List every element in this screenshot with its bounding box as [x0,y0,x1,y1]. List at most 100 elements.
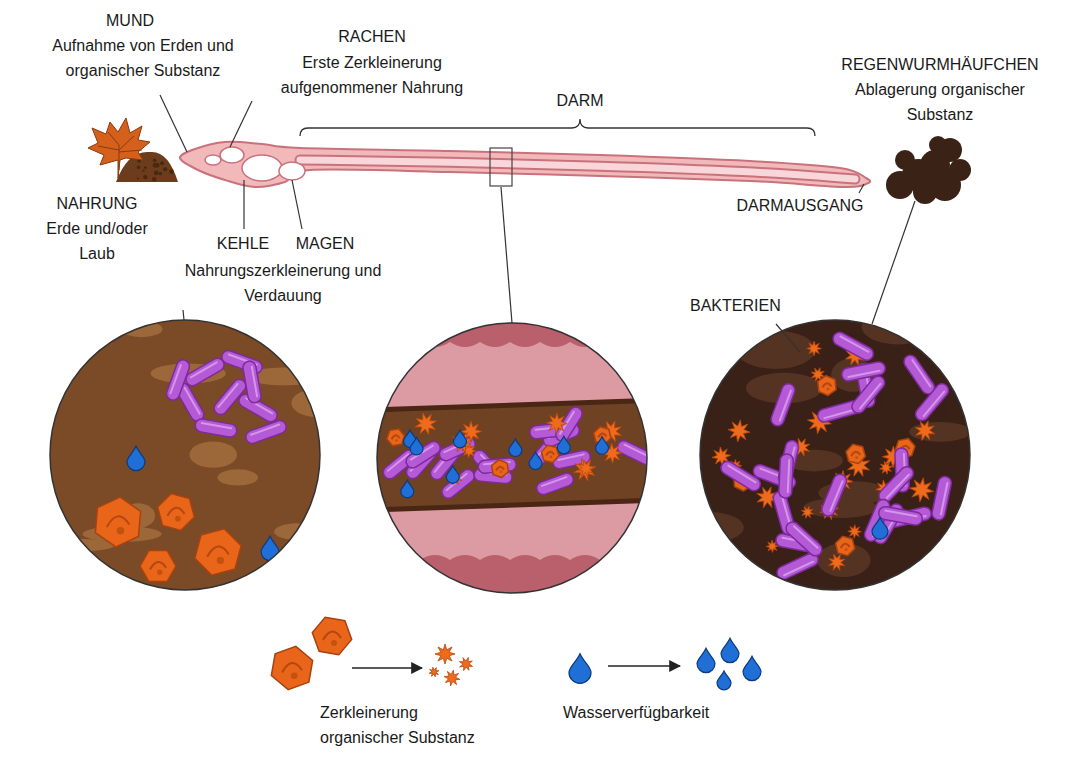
soil-crumb [164,167,167,170]
particle-texture [167,508,184,516]
particle-texture [291,672,298,679]
soil-crumb [137,177,139,179]
text-label: RACHEN [312,24,432,49]
bacterium-highlight [202,423,232,428]
bacterium-highlight [885,511,917,517]
casting-patch [862,309,935,344]
text-label: NAHRUNG [37,191,157,216]
water-drop [596,437,609,455]
text-label: Erste Zerkleinerung aufgenommener Nahrun… [257,50,487,100]
bacterium-body [931,475,953,521]
particle-texture [392,435,400,439]
water-drop [509,439,522,457]
water-drop [446,466,459,484]
zoom-circle-outline [700,320,970,590]
small-organic-particle [435,644,455,664]
organic-particle [158,494,195,531]
gut-bracket [300,119,815,136]
soil-crumb [137,166,140,169]
soil-crumb [153,158,157,162]
organic-particle [387,429,405,446]
digestive-organ [242,155,282,181]
bacterium-body [783,519,824,558]
small-organic-particle [909,478,933,502]
particle-texture [150,562,166,570]
soil-patch [276,552,323,567]
bacterium-highlight [728,466,755,483]
particle-texture [822,383,831,387]
leader-line [872,201,915,324]
bacterium-highlight [388,454,408,470]
casting-patch [670,512,744,543]
small-organic-particle [728,420,750,442]
leader-line [160,95,187,152]
bacterium-symbol [779,454,794,499]
particle-texture [851,452,860,456]
text-label: DARM [540,88,620,113]
bacterium-highlight [788,460,789,492]
bacterium-body [535,471,575,496]
text-label: MAGEN [285,231,365,256]
small-organic-particle [801,506,813,518]
bacterium-symbol [878,506,924,527]
small-organic-particle [848,525,862,539]
bacterium-highlight [887,475,909,498]
water-drop [557,436,570,454]
small-organic-particle [807,341,822,356]
soil-crumb [137,166,140,169]
bacterium-body [820,472,849,518]
gut-channel [370,400,660,510]
particle-texture [845,548,848,551]
text-label: Wasserverfügbarkeit [563,700,743,725]
soil-crumb [154,170,159,175]
text-label: Ablagerung organischer Substanz [840,77,1040,127]
water-drop [401,480,414,498]
gut-tissue [377,323,647,593]
bacterium-body [831,330,876,363]
bacterium-symbol [931,475,953,521]
particle-texture [157,570,162,575]
zoom-circle-outline [377,323,647,593]
casting-patch [803,498,878,518]
water-drop [743,656,761,680]
soil-zoom-circle [19,320,353,590]
bacterium-symbol [901,353,937,397]
particle-texture [841,544,850,548]
particle-texture [107,516,130,527]
particle-texture [117,527,125,535]
zoom-frame [490,148,512,186]
text-label: Erde und/oder Laub [37,216,157,266]
bacterium-body [876,464,916,505]
bacterium-body [439,467,477,501]
bacterium-symbol [242,360,262,404]
organic-particle [818,376,836,396]
particle-texture [395,439,398,442]
water-drop [453,430,466,448]
bacterium-highlight [848,371,879,377]
particle-texture [550,456,553,459]
bacterium-body [244,419,288,446]
gut-outline [300,160,855,179]
legend-arrow [608,665,680,667]
water-drop [529,452,542,470]
particle-texture [217,557,224,564]
soil-crumb [143,170,145,172]
soil-crumb [143,175,147,179]
bacterium-body [769,382,796,428]
leader-line [183,310,184,320]
soil-crumb [169,169,174,174]
leader-line [243,180,244,229]
soil-crumb [159,172,162,175]
gut-lumen [300,160,855,179]
soil-patch [279,559,323,586]
organic-particle [492,460,509,478]
bacterium-highlight [830,481,842,511]
water-drop [721,638,739,662]
bacterium-body [878,506,924,527]
bacterium-highlight [171,365,181,393]
bacterium-highlight [542,477,566,486]
water-drop [872,518,888,540]
casting-patch [736,331,816,369]
bacterium-highlight [840,336,868,351]
